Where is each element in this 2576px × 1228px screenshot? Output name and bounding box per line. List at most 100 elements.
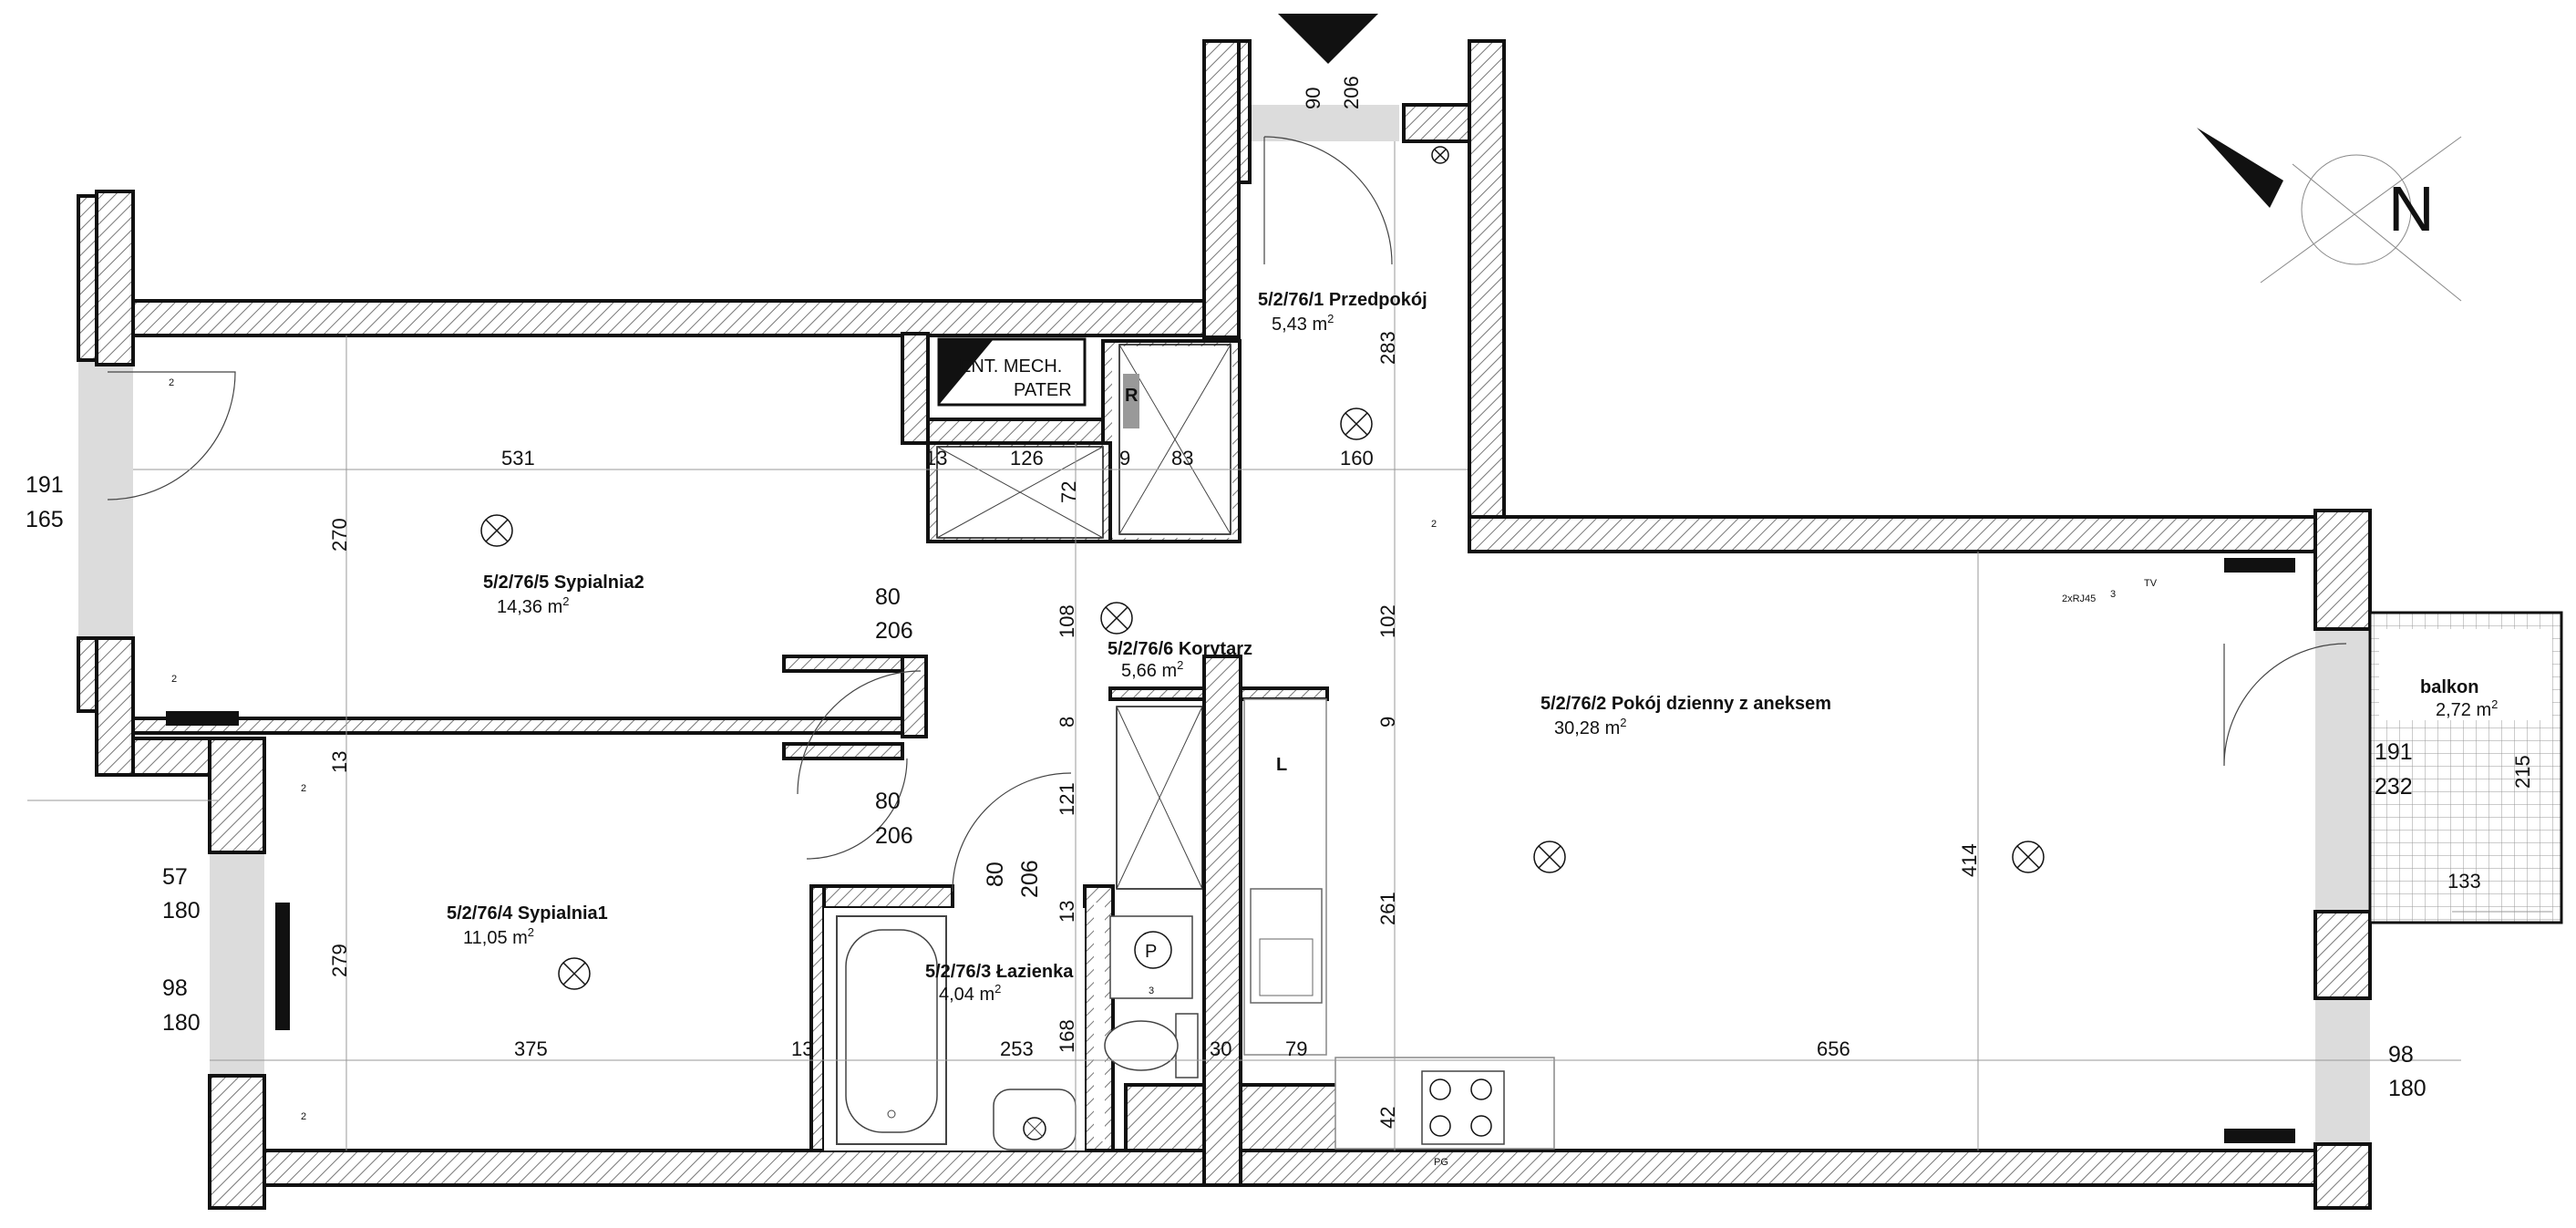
dim-label: 9 <box>1119 447 1130 470</box>
dim-label: 30 <box>1210 1037 1231 1060</box>
socket-label: 2 <box>169 377 174 388</box>
dim-label: 270 <box>328 518 351 552</box>
doors <box>107 136 2347 893</box>
light-icon <box>558 957 591 990</box>
socket-label: 3 <box>2110 589 2116 600</box>
dim-label: 57 <box>162 864 188 890</box>
toilet <box>1104 1013 1199 1078</box>
tv-label: TV <box>2144 578 2158 589</box>
socket-label: 2 <box>171 674 177 685</box>
electrical-marks: 2xRJ45 TV PG 2 2 2 2 2 3 3 <box>169 377 2158 1168</box>
room-name-sypialnia1: 5/2/76/4 Sypialnia1 <box>447 903 608 924</box>
p-label: P <box>1145 942 1157 962</box>
dim-label: 126 <box>1010 447 1044 470</box>
entrance-marker-icon <box>1278 14 1378 64</box>
dim-label: 279 <box>328 944 351 977</box>
wardrobe-lazienka <box>1116 706 1203 890</box>
dim-label: 79 <box>1285 1037 1307 1060</box>
bathtub <box>836 915 947 1145</box>
dim-label: 80 <box>983 862 1008 887</box>
dim-label: 98 <box>2388 1042 2414 1068</box>
dim-label: 13 <box>1056 901 1078 923</box>
dim-label: 13 <box>791 1037 813 1060</box>
sink-bathroom <box>993 1089 1077 1151</box>
socket-label: 3 <box>1149 985 1154 996</box>
room-name-korytarz: 5/2/76/6 Korytarz <box>1108 639 1252 659</box>
socket-label: 2 <box>1431 519 1437 530</box>
wardrobe-przedpokoj: R <box>1118 344 1231 535</box>
compass-n-label: N <box>2388 173 2435 244</box>
dim-label: 42 <box>1376 1107 1399 1129</box>
window-east-lower <box>2315 998 2370 1144</box>
socket-label: 2 <box>301 1111 306 1122</box>
dim-label: 180 <box>162 898 201 924</box>
dim-label: 206 <box>875 618 913 644</box>
room-name-przedpokoj: 5/2/76/1 Przedpokój <box>1258 290 1427 310</box>
r-label: R <box>1125 386 1139 406</box>
radiators <box>166 558 2295 1143</box>
room-area-lazienka: 4,04 m2 <box>939 982 1001 1005</box>
dim-label: 80 <box>875 789 901 814</box>
room-area-sypialnia1: 11,05 m2 <box>463 925 534 948</box>
dim-label: 108 <box>1056 604 1078 638</box>
light-icon <box>1100 602 1133 635</box>
vent-label-2: PATER <box>1014 380 1072 400</box>
room-area-pokoj-dzienny: 30,28 m2 <box>1554 716 1627 738</box>
dim-label: 165 <box>26 507 64 532</box>
light-icon <box>480 514 513 547</box>
dim-label: 121 <box>1056 782 1078 816</box>
window-west-upper <box>78 346 133 638</box>
l-label: L <box>1276 755 1287 775</box>
room-area-przedpokoj: 5,43 m2 <box>1272 312 1334 335</box>
dim-label: 191 <box>26 472 64 498</box>
light-icon <box>1340 408 1373 440</box>
room-area-korytarz: 5,66 m2 <box>1121 658 1183 681</box>
dim-label: 206 <box>875 823 913 849</box>
dim-label: 160 <box>1340 447 1374 470</box>
dim-label: 133 <box>2447 870 2481 893</box>
dim-label: 83 <box>1171 447 1193 470</box>
dim-label: 531 <box>501 447 535 470</box>
walls <box>77 39 2372 1210</box>
dim-label: 102 <box>1376 604 1399 638</box>
pg-label: PG <box>1434 1157 1448 1168</box>
dimension-texts: 90 206 283 160 531 13 126 72 9 83 270 19… <box>26 76 2534 1129</box>
room-area-balkon: 2,72 m2 <box>2436 697 2498 720</box>
dim-label: 656 <box>1817 1037 1850 1060</box>
dim-label: 13 <box>328 751 351 773</box>
washing-machine: P <box>1109 915 1193 999</box>
kitchen-counter: L <box>1243 698 1555 1150</box>
dim-label: 13 <box>925 447 947 470</box>
room-name-lazienka: 5/2/76/3 Łazienka <box>925 962 1074 982</box>
room-name-balkon: balkon <box>2420 677 2478 697</box>
entrance-opening <box>1235 105 1399 141</box>
dim-label: 90 <box>1302 88 1324 109</box>
dim-label: 206 <box>1340 76 1363 109</box>
light-icon <box>2012 841 2045 873</box>
light-icon <box>1533 841 1566 873</box>
north-arrow-icon <box>2197 128 2283 208</box>
dim-label: 168 <box>1056 1019 1078 1053</box>
dim-label: 253 <box>1000 1037 1034 1060</box>
compass-rose: N <box>2197 128 2462 302</box>
window-west-lower <box>210 852 264 1076</box>
dim-label: 414 <box>1958 843 1981 877</box>
room-area-sypialnia2: 14,36 m2 <box>497 594 570 617</box>
dim-label: 232 <box>2375 774 2413 800</box>
balkon-area <box>2368 611 2563 924</box>
dim-label: 8 <box>1056 717 1078 728</box>
ventilation-shaft: ENT. MECH. PATER <box>937 337 1087 407</box>
socket-label: 2 <box>301 783 306 794</box>
dim-label: 9 <box>1376 717 1399 728</box>
rj45-label: 2xRJ45 <box>2062 593 2096 604</box>
dim-label: 261 <box>1376 892 1399 925</box>
room-name-pokoj-dzienny: 5/2/76/2 Pokój dzienny z aneksem <box>1540 694 1831 714</box>
light-icon <box>1431 146 1449 164</box>
dim-label: 206 <box>1017 860 1043 898</box>
dim-label: 375 <box>514 1037 548 1060</box>
room-labels: 5/2/76/1 Przedpokój 5,43 m2 5/2/76/2 Pok… <box>447 290 2498 1005</box>
room-name-sypialnia2: 5/2/76/5 Sypialnia2 <box>483 573 644 593</box>
dimension-lines <box>27 141 2552 1151</box>
window-east-upper <box>2315 629 2370 912</box>
